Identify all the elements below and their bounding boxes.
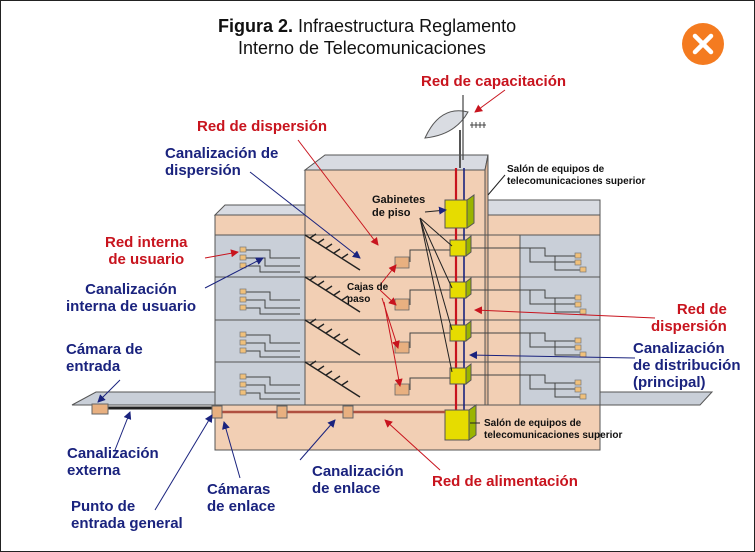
left-user-wiring [245, 249, 300, 400]
label-line: Canalización [312, 463, 404, 480]
figure-title-line2: Interno de Telecomunicaciones [238, 38, 486, 58]
label-line: Punto de [71, 498, 136, 515]
tower-side [484, 154, 489, 406]
label-line: Cámaras [207, 481, 271, 498]
label-red-dispersion-right: Red de dispersión [651, 301, 727, 335]
label-canalizacion-dispersion: Canalización de dispersión [165, 145, 278, 179]
label-red-interna: Red interna de usuario [105, 234, 188, 268]
label-canalizacion-externa: Canalización externa [67, 445, 159, 479]
close-button[interactable] [682, 23, 724, 65]
stair-hatch [304, 233, 361, 398]
label-line: entrada [66, 358, 121, 375]
label-line: de usuario [108, 251, 185, 268]
label-line: paso [347, 294, 371, 305]
right-wing-roof [484, 199, 601, 216]
figure-number: Figura 2. [218, 16, 294, 36]
label-line: de enlace [207, 498, 276, 515]
figure-title: Figura 2. Infraestructura Reglamento Int… [218, 15, 516, 59]
close-x-icon [692, 33, 714, 55]
label-gabinetes: Gabinetes de piso [372, 194, 425, 220]
label-line: Salón de equipos de [484, 418, 582, 429]
label-line: Canalización [633, 340, 725, 357]
label-camaras-enlace: Cámaras de enlace [207, 481, 275, 515]
label-red-dispersion-top: Red de dispersión [197, 118, 328, 135]
label-line: Red interna [105, 234, 188, 251]
label-red-alimentacion: Red de alimentación [432, 473, 578, 490]
figure-title-line1: Infraestructura Reglamento [298, 16, 517, 36]
blue-arrows [97, 171, 636, 511]
left-wing-roof [213, 204, 306, 216]
label-line: Red de [676, 301, 727, 318]
right-user-wiring [470, 247, 580, 398]
label-canalizacion-enlace: Canalización de enlace [312, 463, 404, 497]
label-salon-inferior: Salón de equipos de telecomunicaciones s… [484, 418, 622, 442]
label-line: Cajas de [347, 282, 389, 293]
label-red-capacitacion: Red de capacitación [421, 73, 567, 90]
label-canalizacion-interna: Canalización interna de usuario [66, 281, 196, 315]
label-line: de piso [372, 207, 411, 219]
label-camara-entrada: Cámara de entrada [66, 341, 143, 375]
left-outlets [239, 246, 247, 396]
label-line: (principal) [633, 374, 706, 391]
label-cajas-paso: Cajas de paso [347, 282, 388, 306]
label-line: entrada general [71, 515, 183, 532]
label-line: de distribución [633, 357, 741, 374]
red-arrows [204, 89, 656, 471]
label-line: dispersión [651, 318, 727, 335]
link-chambers [211, 405, 354, 419]
label-salon-superior: Salón de equipos de telecomunicaciones s… [507, 164, 645, 188]
floor-lines [215, 234, 600, 363]
ground-left [71, 391, 216, 406]
satellite-dish-icon [424, 95, 486, 168]
label-line: Canalización de [165, 145, 279, 162]
entry-chamber [91, 403, 109, 415]
right-outlets [574, 252, 587, 400]
black-arrows [419, 174, 506, 424]
ground-right [599, 391, 714, 406]
label-line: telecomunicaciones superior [484, 430, 623, 441]
label-line: Cámara de [66, 341, 143, 358]
label-line: Salón de equipos de [507, 164, 605, 175]
label-line: interna de usuario [66, 298, 197, 315]
floor-cabinets [444, 194, 477, 441]
label-punto-entrada: Punto de entrada general [71, 498, 183, 532]
label-line: telecomunicaciones superior [507, 176, 646, 187]
label-line: dispersión [165, 162, 241, 179]
label-line: externa [67, 462, 121, 479]
label-line: Canalización [67, 445, 159, 462]
label-line: Canalización [85, 281, 177, 298]
dispersion-wiring [409, 249, 460, 390]
label-canalizacion-distribucion: Canalización de distribución (principal) [633, 340, 741, 391]
label-line: de enlace [312, 480, 381, 497]
label-line: Gabinetes [372, 194, 426, 206]
